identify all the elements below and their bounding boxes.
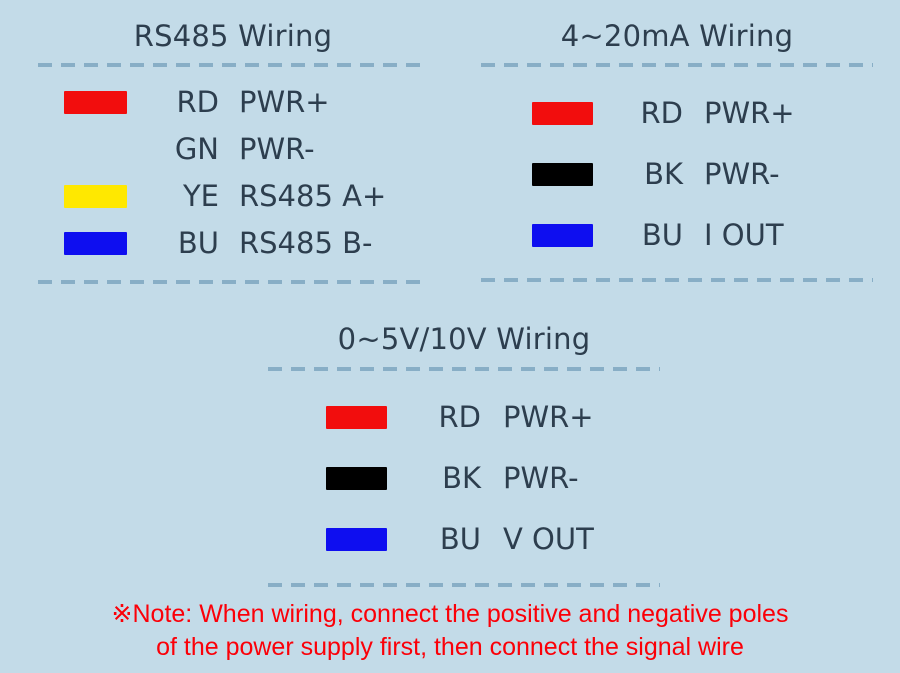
wire-function: PWR- [704,157,780,191]
wire-code: GN [174,132,219,166]
black-swatch [326,467,387,490]
dashed-divider-top [38,63,428,67]
red-swatch [64,91,127,114]
wire-function: PWR+ [239,85,330,119]
table-row: BU V OUT [268,509,660,570]
black-swatch [532,163,593,186]
table-row: RD PWR+ [268,387,660,448]
wire-code: YE [182,179,219,213]
wire-row-list: RD PWR+ GN PWR- YE RS485 A+ BU RS485 B- [38,79,428,267]
table-row: BK PWR- [481,144,873,205]
red-swatch [532,102,593,125]
green-swatch [64,138,127,161]
dashed-divider-bottom [481,278,873,282]
blue-swatch [532,224,593,247]
table-row: GN PWR- [38,126,428,173]
note-line-2: of the power supply first, then connect … [156,633,744,661]
wire-row-list: RD PWR+ BK PWR- BU V OUT [268,387,660,570]
wire-code: BK [442,461,481,495]
wire-function: PWR- [239,132,315,166]
table-row: BU I OUT [481,205,873,266]
dashed-divider-bottom [268,583,660,587]
wiring-panel-0510v: 0~5V/10V Wiring RD PWR+ BK PWR- BU V OUT [268,325,660,587]
wiring-note: ※Note: When wiring, connect the positive… [0,598,900,664]
table-row: RD PWR+ [481,83,873,144]
blue-swatch [326,528,387,551]
wire-code: RD [438,400,481,434]
wire-code: BU [439,522,481,556]
wire-code: RD [176,85,219,119]
panel-title: 4~20mA Wiring [560,19,794,53]
dashed-divider-top [268,367,660,371]
wire-code: BU [641,218,683,252]
wire-function: PWR+ [503,400,594,434]
yellow-swatch [64,185,127,208]
red-swatch [326,406,387,429]
wire-function: I OUT [704,218,784,252]
wire-function: V OUT [503,522,594,556]
table-row: BU RS485 B- [38,220,428,267]
wire-row-list: RD PWR+ BK PWR- BU I OUT [481,83,873,266]
panel-title: RS485 Wiring [133,19,333,53]
wire-function: PWR- [503,461,579,495]
wire-code: RD [640,96,683,130]
wiring-panel-rs485: RS485 Wiring RD PWR+ GN PWR- YE RS485 A+… [38,22,428,284]
table-row: YE RS485 A+ [38,173,428,220]
dashed-divider-bottom [38,280,428,284]
wire-function: RS485 B- [239,226,373,260]
table-row: BK PWR- [268,448,660,509]
wire-code: BU [177,226,219,260]
wire-function: RS485 A+ [239,179,387,213]
table-row: RD PWR+ [38,79,428,126]
wiring-panel-420ma: 4~20mA Wiring RD PWR+ BK PWR- BU I OUT [481,22,873,282]
wire-function: PWR+ [704,96,795,130]
dashed-divider-top [481,63,873,67]
blue-swatch [64,232,127,255]
panel-title: 0~5V/10V Wiring [337,322,591,356]
note-line-1: ※Note: When wiring, connect the positive… [111,600,789,628]
wire-code: BK [644,157,683,191]
